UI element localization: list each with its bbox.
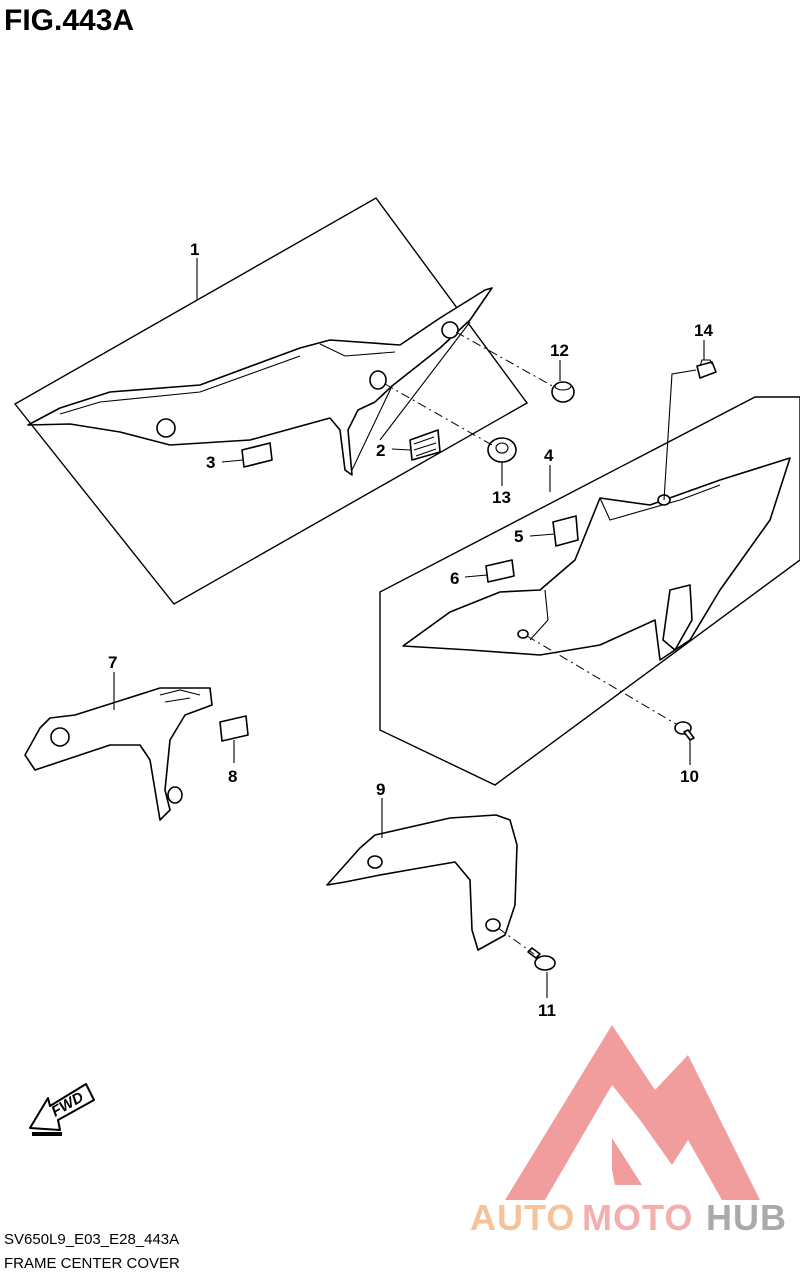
- assembly-box-4: [379, 396, 800, 786]
- figure-title: FIG.443A: [4, 4, 134, 37]
- assembly-line-10: [526, 635, 677, 725]
- part-11-screw: [527, 947, 556, 971]
- figure-code: SV650L9_E03_E28_443A: [4, 1231, 179, 1248]
- assembly-line-13: [384, 383, 493, 446]
- part-1-frame-cover: [27, 287, 493, 476]
- part-9-inner-cover: [326, 814, 518, 951]
- callout-14: 14: [694, 321, 713, 340]
- callout-11: 11: [538, 1001, 556, 1020]
- part-7-inner-cover: [24, 687, 213, 821]
- assembly-line-12: [455, 331, 557, 389]
- assembly-line-14: [663, 369, 697, 501]
- callout-9: 9: [376, 780, 385, 799]
- part-6-pad: [485, 559, 515, 583]
- callout-6: 6: [450, 569, 459, 588]
- assembly-box-1: [13, 197, 529, 605]
- watermark-moto: MOTO: [582, 1197, 693, 1238]
- callout-1: 1: [190, 240, 199, 259]
- watermark-auto: AUTO: [470, 1197, 575, 1238]
- part-8-pad: [219, 715, 249, 742]
- callout-13: 13: [492, 488, 511, 507]
- callout-12: 12: [550, 341, 569, 360]
- watermark-mark-icon: [505, 1025, 760, 1200]
- watermark-hub: HUB: [706, 1197, 787, 1238]
- callout-8: 8: [228, 767, 237, 786]
- part-14-clip: [696, 359, 717, 379]
- part-12-grommet: [551, 381, 575, 403]
- part-3-pad: [241, 442, 273, 468]
- arrow-icon: [29, 1083, 95, 1131]
- part-2-label-sticker: [409, 429, 441, 461]
- assembly-line-11: [497, 927, 535, 955]
- part-10-screw: [674, 721, 695, 741]
- part-13-grommet: [487, 437, 517, 463]
- callout-5: 5: [514, 527, 523, 546]
- part-4-frame-cover: [402, 457, 791, 661]
- fwd-arrow: FWD: [29, 1083, 95, 1136]
- leader-3: [221, 459, 244, 463]
- callout-10: 10: [680, 767, 699, 786]
- callout-7: 7: [108, 653, 117, 672]
- callout-4: 4: [544, 446, 554, 465]
- callout-2: 2: [376, 441, 385, 460]
- callout-3: 3: [206, 453, 215, 472]
- leader-5: [529, 533, 556, 537]
- part-5-pad: [552, 515, 579, 547]
- watermark-logo: AUTO MOTO HUB: [470, 1025, 787, 1238]
- figure-name: FRAME CENTER COVER: [4, 1255, 180, 1272]
- leader-6: [464, 574, 488, 578]
- leader-2: [391, 448, 411, 451]
